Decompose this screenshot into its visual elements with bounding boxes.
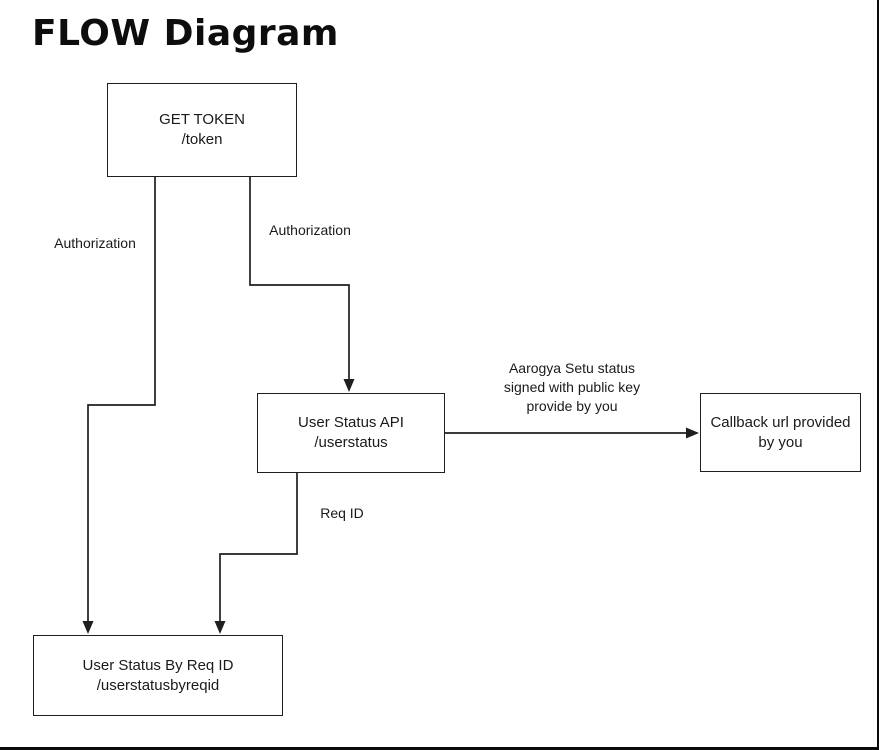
connector-userstatusapi-to-userstatusbyreqid [214,473,298,634]
node-user-status-api-title: User Status API [298,414,404,431]
node-callback-url: Callback url provided by you [700,393,861,472]
node-get-token: GET TOKEN /token [107,83,297,177]
node-user-status-by-reqid: User Status By Req ID /userstatusbyreqid [33,635,283,716]
connector-gettoken-to-userstatusapi [249,177,355,392]
node-get-token-title: GET TOKEN [159,111,245,128]
node-get-token-path: /token [181,131,223,148]
node-user-status-by-reqid-title: User Status By Req ID [82,656,234,674]
edge-label-authorization-right: Authorization [269,222,351,238]
node-user-status-by-reqid-path: /userstatusbyreqid [96,676,220,694]
edge-label-req-id: Req ID [320,505,364,521]
node-callback-url-label: Callback url provided by you [710,413,851,451]
node-user-status-api: User Status API /userstatus [257,393,445,473]
page-title: FLOW Diagram [32,13,339,54]
edge-label-authorization-left: Authorization [54,235,136,251]
edge-label-aarogya-setu: Aarogya Setu status signed with public k… [503,360,641,414]
node-user-status-api-path: /userstatus [314,434,388,451]
